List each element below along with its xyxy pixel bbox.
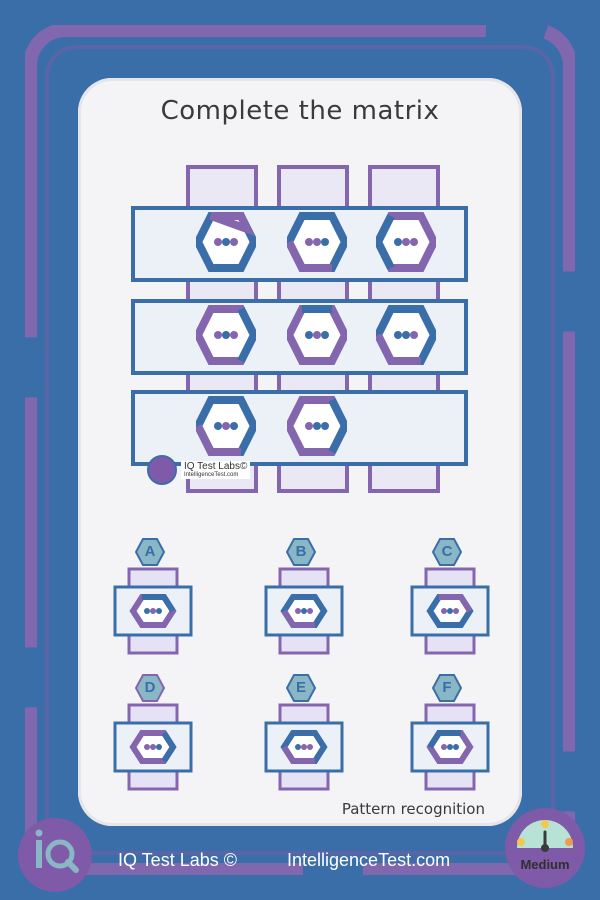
matrix-cell-hexagon xyxy=(196,212,256,272)
hexagon-badge-icon xyxy=(135,538,165,566)
answer-option-e[interactable]: E xyxy=(264,673,344,813)
difficulty-label: Medium xyxy=(520,857,570,872)
watermark-site: IntelligenceTest.com xyxy=(184,472,239,478)
option-figure xyxy=(113,703,193,791)
hexagon-badge-icon xyxy=(432,674,462,702)
iq-magnifier-icon xyxy=(35,829,79,873)
hexagon-badge-icon xyxy=(286,538,316,566)
option-figure xyxy=(113,567,193,655)
option-letter: C xyxy=(441,543,453,560)
option-letter: A xyxy=(144,543,156,560)
matrix-cell-hexagon xyxy=(196,396,256,456)
answer-option-d[interactable]: D xyxy=(113,673,193,813)
difficulty-gauge-icon xyxy=(517,820,573,852)
hexagon-badge-icon xyxy=(432,538,462,566)
matrix-cell-hexagon xyxy=(287,212,347,272)
decorative-border xyxy=(25,25,575,875)
difficulty-meter xyxy=(505,808,585,888)
matrix-cell-hexagon xyxy=(287,305,347,365)
watermark-name: IQ Test Labs© xyxy=(184,461,248,472)
option-letter: B xyxy=(295,543,307,560)
iq-logo-icon xyxy=(147,455,177,485)
option-figure xyxy=(410,703,490,791)
footer-site: IntelligenceTest.com xyxy=(287,850,451,870)
option-letter: E xyxy=(295,679,306,696)
iq-logo xyxy=(18,818,92,892)
option-letter: D xyxy=(144,679,156,696)
matrix-cell-hexagon xyxy=(196,305,256,365)
option-figure xyxy=(410,567,490,655)
answer-option-b[interactable]: B xyxy=(264,537,344,677)
watermark: IQ Test Labs© IntelligenceTest.com xyxy=(147,455,251,485)
option-letter: F xyxy=(442,679,452,696)
footer-brand: IQ Test Labs © xyxy=(118,850,237,870)
hexagon-badge-icon xyxy=(135,674,165,702)
matrix-cell-hexagon xyxy=(376,305,436,365)
category-label: Pattern recognition xyxy=(341,800,485,818)
page-title: Complete the matrix xyxy=(160,96,440,126)
option-figure xyxy=(264,703,344,791)
hexagon-badge-icon xyxy=(286,674,316,702)
answer-option-a[interactable]: A xyxy=(113,537,193,677)
matrix-cell-hexagon xyxy=(287,396,347,456)
answer-option-c[interactable]: C xyxy=(410,537,490,677)
option-figure xyxy=(264,567,344,655)
answer-option-f[interactable]: F xyxy=(410,673,490,813)
matrix-cell-hexagon xyxy=(376,212,436,272)
